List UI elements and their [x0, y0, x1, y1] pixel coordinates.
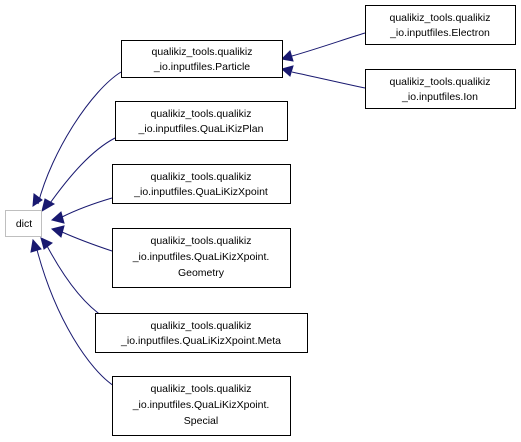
edge-arrowhead — [32, 193, 43, 207]
node-qualikizxpoint[interactable]: qualikiz_tools.qualikiz _io.inputfiles.Q… — [112, 164, 291, 204]
node-electron[interactable]: qualikiz_tools.qualikiz _io.inputfiles.E… — [365, 5, 516, 45]
node-label: _io.inputfiles.QuaLiKizXpoint. — [132, 399, 270, 411]
edge-qualikizplan-to-dict — [47, 137, 116, 207]
node-particle[interactable]: qualikiz_tools.qualikiz _io.inputfiles.P… — [121, 40, 283, 78]
node-label: _io.inputfiles.Electron — [389, 27, 490, 39]
edge-arrowhead — [41, 198, 56, 213]
edge-particle-to-dict — [37, 71, 122, 205]
node-label: qualikiz_tools.qualikiz — [151, 320, 252, 332]
node-label: _io.inputfiles.QuaLiKizPlan — [138, 123, 264, 135]
edge-arrowhead — [40, 237, 53, 250]
node-label: _io.inputfiles.Particle — [153, 61, 250, 73]
edge-arrowhead — [280, 50, 294, 62]
node-label: qualikiz_tools.qualikiz — [151, 235, 252, 247]
node-label: dict — [16, 218, 32, 230]
edge-electron-to-particle — [291, 32, 366, 57]
edge-meta-to-dict — [45, 243, 106, 319]
node-meta[interactable]: qualikiz_tools.qualikiz _io.inputfiles.Q… — [95, 313, 308, 353]
node-ion[interactable]: qualikiz_tools.qualikiz _io.inputfiles.I… — [365, 69, 516, 109]
node-label: qualikiz_tools.qualikiz — [151, 108, 252, 120]
node-label: qualikiz_tools.qualikiz — [152, 46, 253, 58]
node-qualikizplan[interactable]: qualikiz_tools.qualikiz _io.inputfiles.Q… — [115, 101, 288, 141]
node-label: _io.inputfiles.QuaLiKizXpoint — [133, 186, 268, 198]
node-label: Special — [184, 415, 218, 427]
node-label: Geometry — [178, 267, 225, 279]
node-label: qualikiz_tools.qualikiz — [390, 12, 491, 24]
node-label: _io.inputfiles.QuaLiKizXpoint.Meta — [120, 335, 281, 347]
node-label: qualikiz_tools.qualikiz — [151, 383, 252, 395]
edge-arrowhead — [50, 225, 65, 238]
node-label: _io.inputfiles.QuaLiKizXpoint. — [132, 251, 270, 263]
node-label: qualikiz_tools.qualikiz — [390, 76, 491, 88]
node-special[interactable]: qualikiz_tools.qualikiz _io.inputfiles.Q… — [112, 376, 291, 436]
edge-special-to-dict — [35, 245, 115, 387]
edge-qualikizxpoint-to-dict — [61, 197, 113, 218]
edge-arrowhead — [50, 211, 65, 224]
edge-arrowhead — [30, 238, 42, 253]
node-label: qualikiz_tools.qualikiz — [151, 171, 252, 183]
node-label: _io.inputfiles.Ion — [401, 91, 478, 103]
edge-geometry-to-dict — [61, 231, 113, 252]
edge-arrowhead — [280, 65, 294, 77]
node-dict: dict — [5, 210, 42, 237]
node-geometry[interactable]: qualikiz_tools.qualikiz _io.inputfiles.Q… — [112, 228, 291, 288]
edge-ion-to-particle — [291, 71, 366, 89]
